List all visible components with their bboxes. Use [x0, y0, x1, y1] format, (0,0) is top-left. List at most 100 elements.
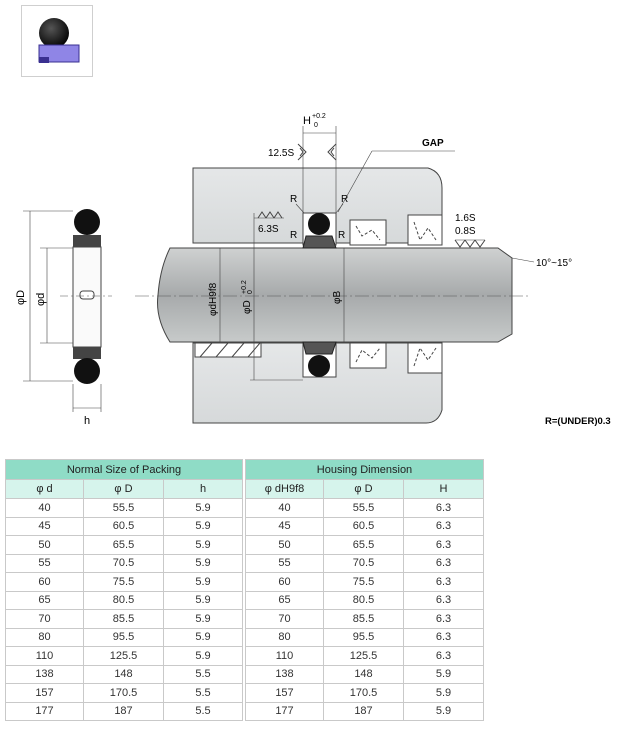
dim-small-d: φd [35, 293, 47, 306]
table-cell: 95.5 [323, 627, 404, 647]
table-cell: 6.3 [403, 535, 484, 555]
piston-rod [157, 247, 513, 343]
table-cell: 138 [245, 664, 324, 684]
seal-icon [38, 18, 80, 63]
table-cell: 55.5 [323, 498, 404, 518]
table-cell: 5.9 [403, 664, 484, 684]
table-cell: 45 [5, 516, 84, 536]
seal-cross-section-drawing: φD φd h φdH9f8 φD +0.2 0 φB H +0.2 0 12.… [15, 113, 611, 427]
table-cell: 5.9 [163, 646, 243, 666]
angle-label: 10°~15° [536, 258, 572, 269]
table-cell: 6.3 [403, 572, 484, 592]
product-logo [21, 5, 93, 77]
table-cell: 80 [5, 627, 84, 647]
col-header-housing-d: φ D [323, 479, 404, 499]
dimension-table: Normal Size of Packing Housing Dimension… [5, 459, 484, 721]
table-cell: 138 [5, 664, 84, 684]
table-cell: 5.9 [403, 701, 484, 721]
h-tol-upper: +0.2 [312, 113, 326, 120]
table-cell: 6.3 [403, 646, 484, 666]
table-cell: 55 [245, 553, 324, 573]
table-cell: 5.5 [163, 701, 243, 721]
table-cell: 60 [245, 572, 324, 592]
table-cell: 157 [245, 683, 324, 703]
col-header-h: h [163, 479, 243, 499]
dim-d-tol-lower: 0 [247, 290, 254, 294]
table-cell: 5.9 [403, 683, 484, 703]
surface-6-3s: 6.3S [258, 224, 279, 235]
table-cell: 70 [5, 609, 84, 629]
table-cell: 70.5 [83, 553, 164, 573]
dim-big-d: φD [15, 290, 27, 305]
group-header-packing: Normal Size of Packing [5, 459, 243, 480]
r-label-1: R [290, 194, 297, 205]
dim-d-housing: φD [242, 300, 253, 314]
table-cell: 60.5 [83, 516, 164, 536]
drawing-note: R=(UNDER)0.3 [545, 416, 611, 427]
surface-0-8s: 0.8S [455, 226, 476, 237]
table-cell: 5.9 [163, 516, 243, 536]
gap-label: GAP [422, 138, 444, 149]
table-cell: 148 [323, 664, 404, 684]
table-cell: 5.9 [163, 572, 243, 592]
table-cell: 5.9 [163, 627, 243, 647]
table-cell: 65.5 [323, 535, 404, 555]
dim-dh9f8: φdH9f8 [208, 282, 219, 316]
r-label-4: R [338, 230, 345, 241]
table-cell: 80.5 [83, 590, 164, 610]
table-cell: 40 [245, 498, 324, 518]
table-cell: 65 [5, 590, 84, 610]
table-cell: 5.5 [163, 683, 243, 703]
table-cell: 80.5 [323, 590, 404, 610]
r-label-2: R [341, 194, 348, 205]
dim-b: φB [332, 291, 343, 304]
dim-d-tol-upper: +0.2 [241, 280, 248, 294]
h-tol-lower: 0 [314, 122, 318, 129]
table-cell: 70 [245, 609, 324, 629]
col-header-big-d: φ D [83, 479, 164, 499]
table-cell: 55 [5, 553, 84, 573]
surface-12-5s: 12.5S [268, 148, 294, 159]
table-cell: 75.5 [323, 572, 404, 592]
table-cell: 157 [5, 683, 84, 703]
table-cell: 5.9 [163, 609, 243, 629]
table-cell: 6.3 [403, 516, 484, 536]
table-cell: 110 [5, 646, 84, 666]
table-cell: 148 [83, 664, 164, 684]
table-cell: 70.5 [323, 553, 404, 573]
col-header-housing-h: H [403, 479, 484, 499]
table-cell: 5.5 [163, 664, 243, 684]
r-label-3: R [290, 230, 297, 241]
table-cell: 5.9 [163, 553, 243, 573]
table-cell: 125.5 [323, 646, 404, 666]
h-label: H [303, 115, 311, 127]
table-cell: 6.3 [403, 553, 484, 573]
table-cell: 45 [245, 516, 324, 536]
table-cell: 60.5 [323, 516, 404, 536]
surface-1-6s: 1.6S [455, 213, 476, 224]
table-cell: 177 [245, 701, 324, 721]
table-cell: 40 [5, 498, 84, 518]
table-cell: 50 [5, 535, 84, 555]
table-cell: 65 [245, 590, 324, 610]
table-cell: 55.5 [83, 498, 164, 518]
table-cell: 125.5 [83, 646, 164, 666]
col-header-dh9f8: φ dH9f8 [245, 479, 324, 499]
table-cell: 5.9 [163, 590, 243, 610]
table-cell: 6.3 [403, 627, 484, 647]
table-cell: 110 [245, 646, 324, 666]
table-cell: 85.5 [83, 609, 164, 629]
